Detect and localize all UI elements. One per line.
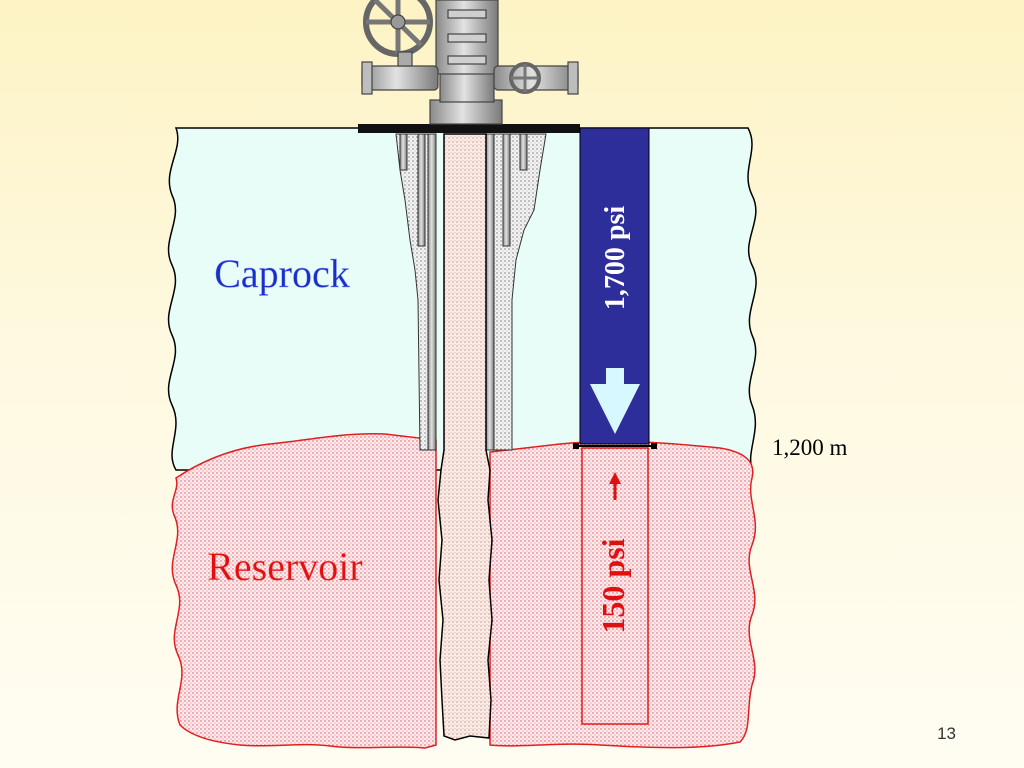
reservoir-label: Reservoir bbox=[207, 544, 363, 589]
overburden-pressure-label: 1,700 psi bbox=[600, 206, 631, 310]
slide-number: 13 bbox=[937, 724, 956, 743]
casing-strings bbox=[399, 133, 528, 451]
down-arrow-icon bbox=[590, 368, 640, 434]
surface-plate bbox=[358, 124, 580, 133]
wellbore bbox=[437, 133, 493, 741]
depth-label: 1,200 m bbox=[772, 435, 848, 460]
wellhead-valve-icon bbox=[361, 0, 579, 125]
caprock-label: Caprock bbox=[214, 251, 350, 296]
up-arrow-icon bbox=[609, 472, 621, 500]
reservoir-pressure-label: 150 psi bbox=[595, 538, 631, 633]
